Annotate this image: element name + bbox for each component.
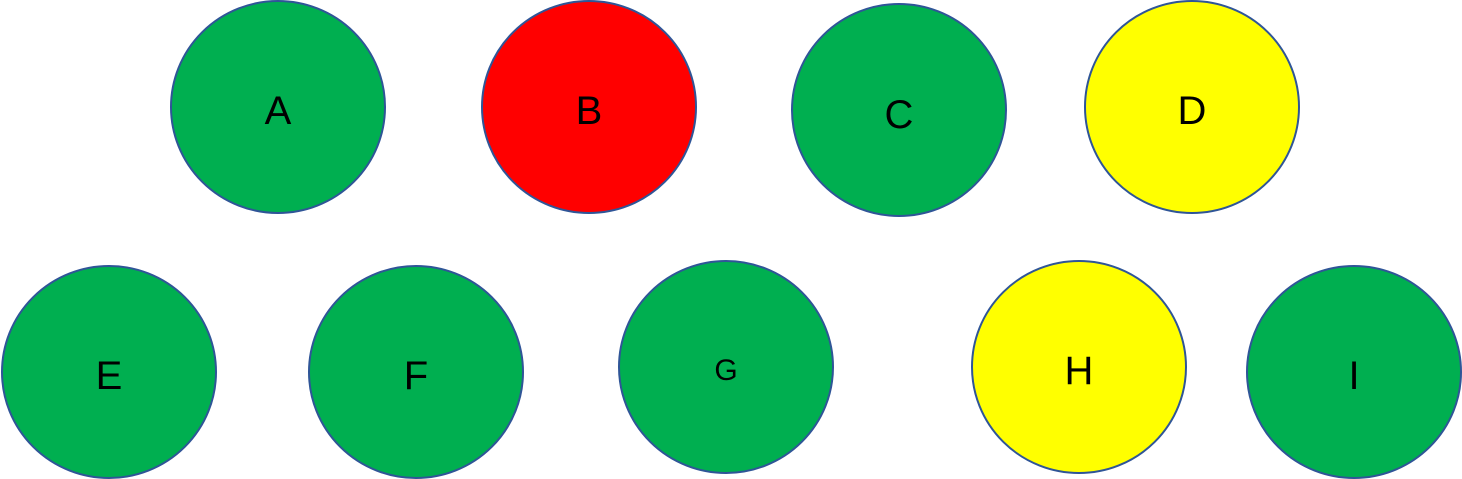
node-f: F: [308, 265, 524, 479]
node-i-label: I: [1348, 354, 1359, 398]
node-h-circle: [971, 260, 1187, 474]
node-c-label: C: [885, 93, 914, 137]
node-d: D: [1084, 0, 1300, 214]
node-e-label: E: [96, 354, 123, 398]
node-h: H: [971, 260, 1187, 474]
node-d-circle: [1084, 0, 1300, 214]
node-b-circle: [481, 0, 697, 214]
node-g-label: G: [714, 354, 737, 387]
node-c: C: [791, 3, 1007, 217]
node-e-circle: [1, 265, 217, 479]
node-g: G: [618, 260, 834, 474]
node-a-label: A: [265, 89, 292, 133]
node-a: A: [170, 0, 386, 214]
node-h-label: H: [1065, 349, 1094, 393]
node-g-circle: [618, 260, 834, 474]
node-i: I: [1246, 265, 1462, 479]
node-b: B: [481, 0, 697, 214]
node-a-circle: [170, 0, 386, 214]
node-c-circle: [791, 3, 1007, 217]
node-b-label: B: [576, 89, 603, 133]
node-i-circle: [1246, 265, 1462, 479]
node-d-label: D: [1178, 89, 1207, 133]
node-f-circle: [308, 265, 524, 479]
node-f-label: F: [404, 354, 428, 398]
node-e: E: [1, 265, 217, 479]
